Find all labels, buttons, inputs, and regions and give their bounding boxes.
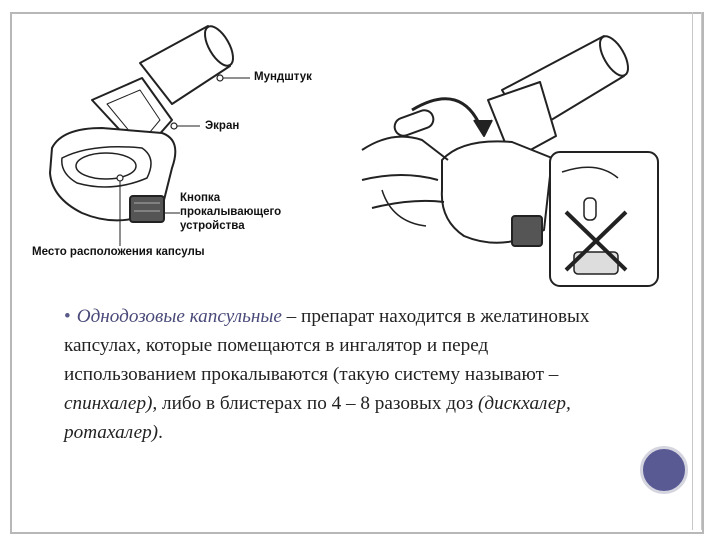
term-spinhaler: спинхалер), — [64, 393, 158, 414]
decorative-circle — [640, 446, 688, 494]
inhaler-diagram-left — [49, 25, 250, 246]
label-mouthpiece: Мундштук — [254, 71, 312, 83]
slide-frame-edge — [692, 12, 702, 530]
paragraph-part2: либо в блистерах по 4 – 8 разовых доз — [157, 393, 479, 414]
label-button-line1: Кнопка — [180, 192, 221, 204]
slide-frame — [10, 12, 704, 534]
paragraph-part1: препарат находится в желатиновых капсула… — [64, 306, 590, 385]
label-capsule-location: Место расположения капсулы — [32, 246, 205, 258]
label-button: Кнопка прокалывающего устройства — [180, 191, 281, 233]
label-screen: Экран — [205, 120, 240, 132]
bullet-marker: • — [64, 306, 71, 327]
inhaler-diagram-right — [361, 35, 659, 287]
paragraph-end: . — [158, 422, 163, 443]
term-diskhaler-rotahaler: (дискхалер, ротахалер) — [64, 393, 571, 443]
dash-separator: – — [281, 306, 302, 327]
label-button-line2: прокалывающего — [180, 206, 282, 218]
description-paragraph: •Однодозовые капсульные – препарат наход… — [64, 302, 604, 447]
label-button-line3: устройства — [180, 220, 245, 232]
term-single-dose-capsule: Однодозовые капсульные — [76, 306, 282, 327]
